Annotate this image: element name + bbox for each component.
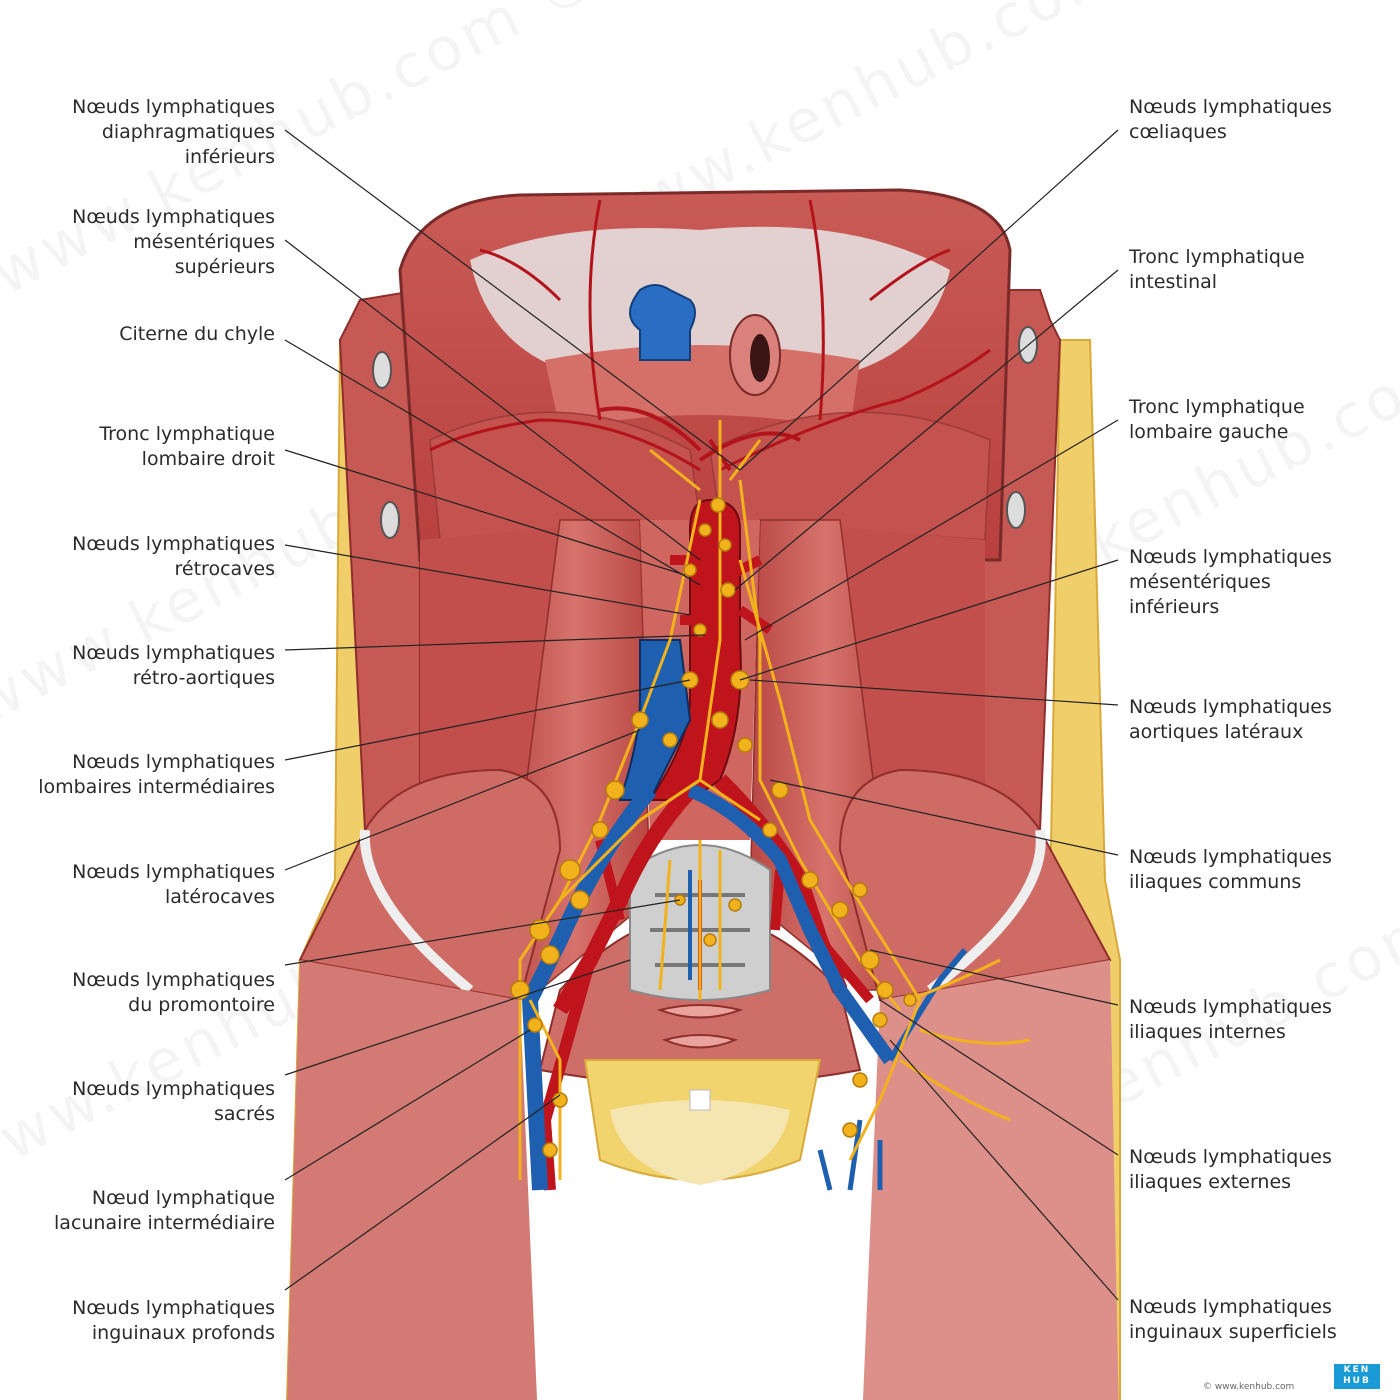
label-line: Nœuds lymphatiques [1129, 696, 1332, 718]
label-superior-mesenteric-nodes: Nœuds lymphatiques mésentériques supérie… [72, 205, 275, 280]
rib-section [372, 351, 392, 389]
label-line: Nœuds lymphatiques [72, 206, 275, 228]
label-left-lumbar-trunk: Tronc lymphatique lombaire gauche [1129, 395, 1305, 445]
label-line: Tronc lymphatique [99, 423, 275, 445]
logo-text: HUB [1343, 1376, 1371, 1386]
label-intermediate-lumbar-nodes: Nœuds lymphatiques lombaires intermédiai… [38, 750, 275, 800]
label-line: Nœuds lymphatiques [72, 533, 275, 555]
label-line: iliaques internes [1129, 1021, 1286, 1043]
phrenic-arteries [429, 199, 991, 472]
rib-section [380, 501, 400, 539]
label-sacral-nodes: Nœuds lymphatiques sacrés [72, 1077, 275, 1127]
label-line: Nœuds lymphatiques [72, 969, 275, 991]
label-line: iliaques externes [1129, 1171, 1292, 1193]
label-line: supérieurs [174, 256, 275, 278]
label-line: Nœuds lymphatiques [72, 642, 275, 664]
label-line: lacunaire intermédiaire [54, 1212, 275, 1234]
label-line: latérocaves [164, 886, 275, 908]
label-line: aortiques latéraux [1129, 721, 1304, 743]
label-retrocaval-nodes: Nœuds lymphatiques rétrocaves [72, 532, 275, 582]
label-line: inguinaux superficiels [1129, 1321, 1337, 1343]
label-line: intestinal [1129, 271, 1218, 293]
label-line: mésentériques [133, 231, 275, 253]
label-line: du promontoire [128, 994, 275, 1016]
label-line: iliaques communs [1129, 871, 1302, 893]
label-line: Nœuds lymphatiques [72, 96, 275, 118]
label-line: diaphragmatiques [101, 121, 275, 143]
label-retroaortic-nodes: Nœuds lymphatiques rétro-aortiques [72, 641, 275, 691]
label-internal-iliac-nodes: Nœuds lymphatiques iliaques internes [1129, 995, 1332, 1045]
label-laterocaval-nodes: Nœuds lymphatiques latérocaves [72, 860, 275, 910]
label-line: inférieurs [184, 146, 275, 168]
label-right-lumbar-trunk: Tronc lymphatique lombaire droit [99, 422, 275, 472]
label-intermediate-lacunar-node: Nœud lymphatique lacunaire intermédiaire [54, 1186, 275, 1236]
label-line: Nœuds lymphatiques [1129, 996, 1332, 1018]
iliac-fossae [298, 768, 1112, 1002]
label-line: Nœuds lymphatiques [72, 861, 275, 883]
logo-text: KEN [1343, 1365, 1371, 1375]
label-line: lombaires intermédiaires [38, 776, 275, 798]
label-line: Nœuds lymphatiques [72, 751, 275, 773]
leader-lines [284, 129, 1119, 1301]
pelvis [287, 844, 1119, 1400]
label-lateral-aortic-nodes: Nœuds lymphatiques aortiques latéraux [1129, 695, 1332, 745]
label-line: Tronc lymphatique [1129, 396, 1305, 418]
label-promontory-nodes: Nœuds lymphatiques du promontoire [72, 968, 275, 1018]
label-external-iliac-nodes: Nœuds lymphatiques iliaques externes [1129, 1145, 1332, 1195]
copyright-text: © www.kenhub.com [1203, 1382, 1295, 1392]
label-line: Tronc lymphatique [1129, 246, 1305, 268]
label-line: Nœud lymphatique [91, 1187, 275, 1209]
label-inferior-mesenteric-nodes: Nœuds lymphatiques mésentériques inférie… [1129, 545, 1332, 620]
label-line: Nœuds lymphatiques [72, 1078, 275, 1100]
label-diaphragmatic-nodes: Nœuds lymphatiques diaphragmatiques infé… [72, 95, 275, 170]
label-line: rétro-aortiques [132, 667, 275, 689]
label-line: inguinaux profonds [91, 1322, 275, 1344]
label-line: Nœuds lymphatiques [1129, 1146, 1332, 1168]
label-line: rétrocaves [174, 558, 275, 580]
vena-cava-opening [629, 284, 696, 361]
label-line: lombaire gauche [1129, 421, 1289, 443]
label-line: cœliaques [1129, 121, 1227, 143]
label-common-iliac-nodes: Nœuds lymphatiques iliaques communs [1129, 845, 1332, 895]
label-line: Nœuds lymphatiques [1129, 96, 1332, 118]
label-line: Nœuds lymphatiques [72, 1297, 275, 1319]
rib-section [1006, 491, 1026, 529]
label-line: Nœuds lymphatiques [1129, 1296, 1332, 1318]
label-line: mésentériques [1129, 571, 1271, 593]
veins [521, 639, 968, 1191]
label-line: sacrés [214, 1103, 275, 1125]
label-celiac-nodes: Nœuds lymphatiques cœliaques [1129, 95, 1332, 145]
label-line: lombaire droit [141, 448, 275, 470]
label-cisterna-chyli: Citerne du chyle [119, 322, 275, 347]
label-superficial-inguinal-nodes: Nœuds lymphatiques inguinaux superficiel… [1129, 1295, 1337, 1345]
lymphatic-system [518, 420, 1031, 1180]
label-intestinal-trunk: Tronc lymphatique intestinal [1129, 245, 1305, 295]
kenhub-logo[interactable]: KEN HUB [1334, 1364, 1380, 1389]
label-line: inférieurs [1129, 596, 1220, 618]
label-deep-inguinal-nodes: Nœuds lymphatiques inguinaux profonds [72, 1296, 275, 1346]
label-line: Nœuds lymphatiques [1129, 546, 1332, 568]
label-line: Nœuds lymphatiques [1129, 846, 1332, 868]
label-line: Citerne du chyle [119, 323, 275, 345]
